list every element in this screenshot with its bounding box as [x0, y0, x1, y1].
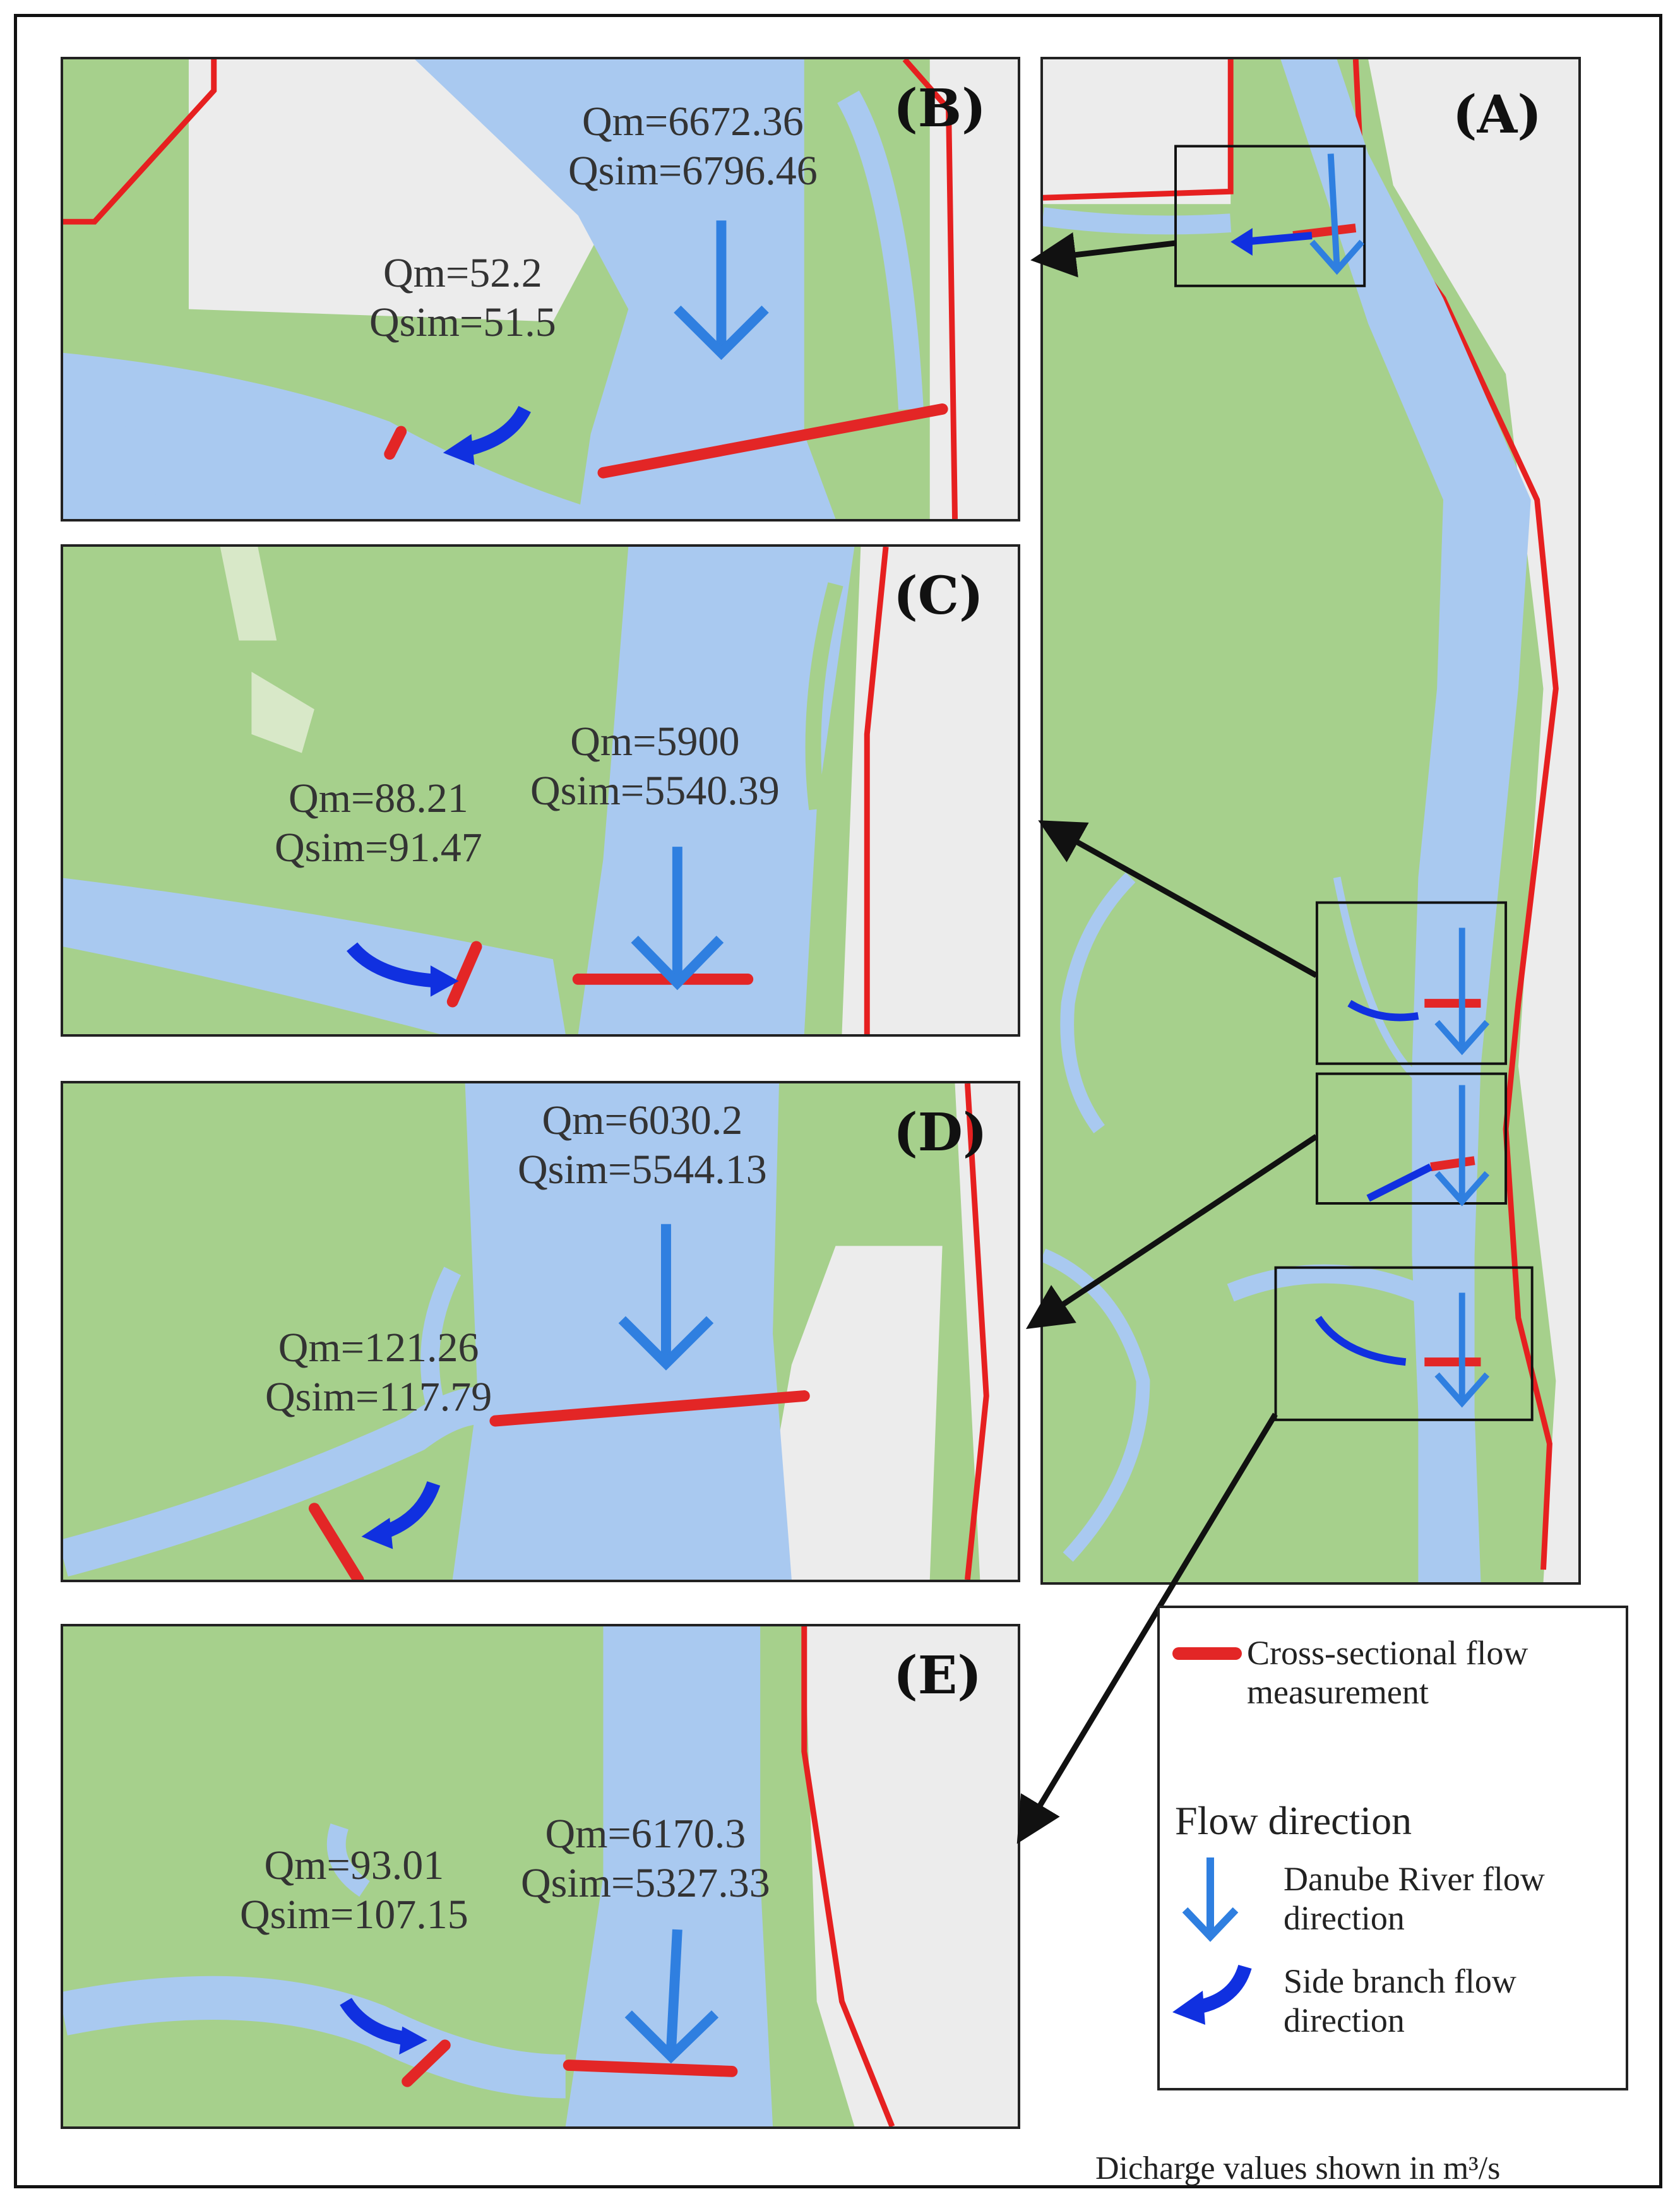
panel-d-inset-map: (D) Qm=6030.2 Qsim=5544.13 Qm=121.26 Qsi… [61, 1081, 1020, 1582]
panel-c-inset-map: (C) Qm=5900 Qsim=5540.39 Qm=88.21 Qsim=9… [61, 544, 1020, 1037]
panel-c-map-graphic [63, 547, 1018, 1034]
main-channel-discharge-c: Qm=5900 Qsim=5540.39 [530, 717, 780, 816]
legend-side-branch-label: Side branch flow direction [1284, 1962, 1516, 2039]
side-branch-discharge-d: Qm=121.26 Qsim=117.79 [265, 1323, 492, 1422]
legend-danube-label: Danube River flow direction [1284, 1860, 1545, 1937]
main-measured-e: Qm=6170.3 [545, 1811, 746, 1857]
figure-frame [14, 14, 1662, 2188]
panel-label-b: (B) [893, 78, 986, 139]
main-measured-c: Qm=5900 [570, 718, 740, 765]
panel-label-d: (D) [893, 1102, 987, 1163]
side-simulated-d: Qsim=117.79 [265, 1374, 492, 1420]
panel-label-e: (E) [893, 1645, 982, 1706]
panel-b-inset-map: (B) Qm=6672.36 Qsim=6796.46 Qm=52.2 Qsim… [61, 57, 1020, 522]
panel-d-map-graphic [63, 1083, 1018, 1580]
side-branch-discharge-e: Qm=93.01 Qsim=107.15 [240, 1841, 468, 1940]
side-simulated-c: Qsim=91.47 [275, 825, 482, 871]
legend-side-arrowhead-icon [1172, 1991, 1205, 2025]
legend-cross-section-label: Cross-sectional flow measurement [1247, 1634, 1528, 1711]
side-measured-c: Qm=88.21 [289, 775, 468, 821]
map-legend: Cross-sectional flow measurement Flow di… [1157, 1606, 1628, 2090]
side-measured-b: Qm=52.2 [383, 250, 542, 296]
main-simulated-d: Qsim=5544.13 [518, 1147, 767, 1193]
main-channel-discharge-b: Qm=6672.36 Qsim=6796.46 [568, 97, 818, 196]
main-channel-discharge-d: Qm=6030.2 Qsim=5544.13 [518, 1096, 767, 1195]
panel-label-a: (A) [1452, 85, 1542, 145]
side-simulated-b: Qsim=51.5 [369, 299, 556, 345]
discharge-unit-note: Dicharge values shown in m³/s [1095, 2150, 1501, 2186]
side-measured-d: Qm=121.26 [278, 1325, 479, 1371]
side-simulated-e: Qsim=107.15 [240, 1892, 468, 1938]
legend-side-arrow-icon [1196, 1964, 1252, 2014]
main-simulated-b: Qsim=6796.46 [568, 148, 818, 194]
legend-flow-direction-title: Flow direction [1175, 1798, 1412, 1843]
side-branch-discharge-c: Qm=88.21 Qsim=91.47 [275, 774, 482, 873]
main-simulated-c: Qsim=5540.39 [530, 768, 780, 814]
side-measured-e: Qm=93.01 [264, 1842, 444, 1888]
panel-b-map-graphic [63, 59, 1018, 519]
main-measured-d: Qm=6030.2 [542, 1097, 743, 1143]
panel-e-map-graphic [63, 1626, 1018, 2126]
overview-map-graphic [1043, 59, 1578, 1582]
main-channel-discharge-e: Qm=6170.3 Qsim=5327.33 [521, 1810, 770, 1908]
panel-e-inset-map: (E) Qm=6170.3 Qsim=5327.33 Qm=93.01 Qsim… [61, 1624, 1020, 2129]
legend-danube-arrowhead-icon [1182, 1907, 1239, 1942]
main-simulated-e: Qsim=5327.33 [521, 1860, 770, 1906]
panel-a-overview-map: (A) [1040, 57, 1581, 1585]
legend-symbols [1172, 1647, 1252, 2025]
main-measured-b: Qm=6672.36 [582, 98, 804, 145]
side-branch-discharge-b: Qm=52.2 Qsim=51.5 [369, 249, 556, 347]
panel-label-c: (C) [893, 566, 984, 626]
